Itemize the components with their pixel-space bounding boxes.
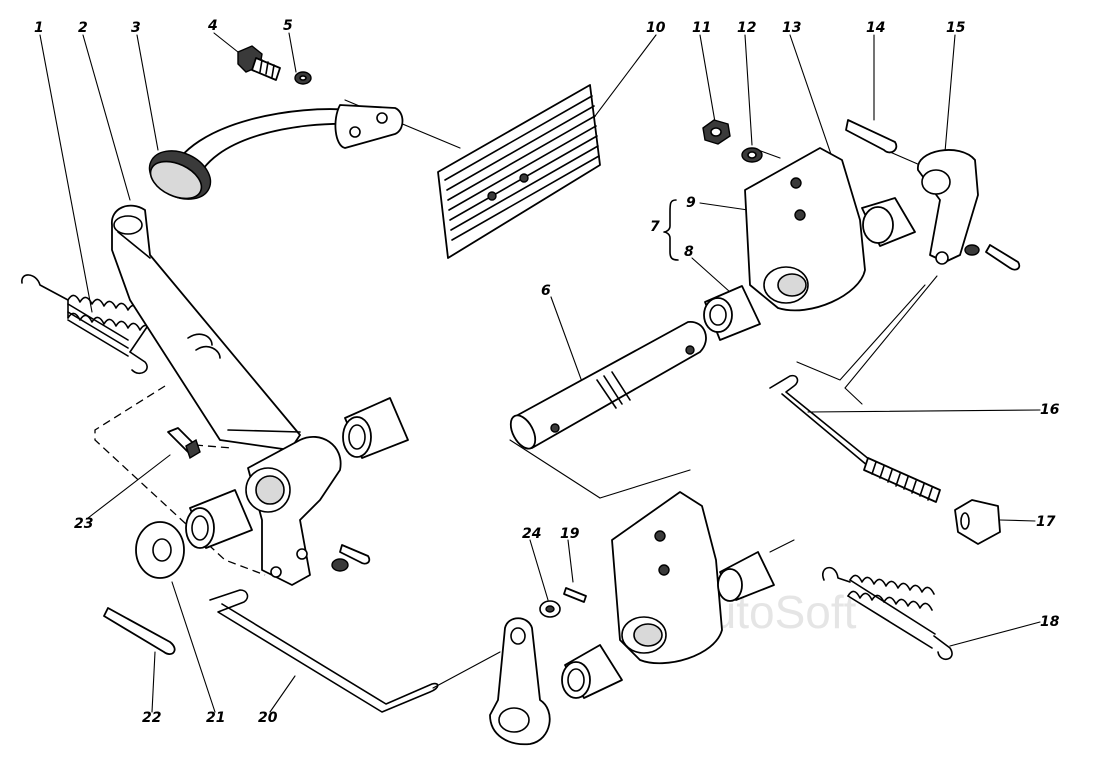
pedal-lever-2 <box>111 204 301 451</box>
callout-19: 19 <box>560 526 580 542</box>
callout-11: 11 <box>692 20 711 36</box>
pin-and-washer-hub <box>331 544 371 572</box>
leader-lines <box>39 32 1041 713</box>
callout-15: 15 <box>946 20 966 36</box>
callout-2: 2 <box>78 20 88 36</box>
cotter-pin-14 <box>845 119 898 154</box>
pin-19 <box>563 587 587 603</box>
bushing-lower-left <box>185 489 253 549</box>
bolt-4 <box>237 45 281 81</box>
callout-16: 16 <box>1040 402 1060 418</box>
callout-21: 21 <box>206 710 225 726</box>
cotter-pin-22 <box>103 607 176 655</box>
washer-24 <box>539 600 561 618</box>
bracket-lower <box>611 491 775 665</box>
nut-11 <box>702 119 731 145</box>
callout-12: 12 <box>737 20 756 36</box>
callout-10: 10 <box>646 20 666 36</box>
boot-and-arm-3 <box>148 104 404 200</box>
callout-8: 8 <box>684 244 694 260</box>
callout-1: 1 <box>34 20 44 36</box>
callout-5: 5 <box>283 18 293 34</box>
callout-6: 6 <box>541 283 551 299</box>
callout-18: 18 <box>1040 614 1060 630</box>
group-brace-7 <box>663 199 679 261</box>
pedal-pad-10 <box>437 84 601 259</box>
dashed-assembly-line <box>94 385 266 576</box>
rod-16 <box>769 374 941 503</box>
adjusting-nut-17 <box>954 499 1001 545</box>
bushing-9a <box>861 197 916 247</box>
callout-labels: 1 2 3 4 5 6 7 8 9 10 11 12 13 14 15 16 1… <box>34 18 1060 726</box>
lever-arm-15 <box>917 149 1021 271</box>
lever-arm-lower <box>489 617 551 746</box>
spring-washer-12 <box>741 147 763 163</box>
shaft-6 <box>509 321 707 450</box>
bushing-lower <box>561 644 623 699</box>
callout-24: 24 <box>522 526 541 542</box>
dashed-assembly-line-2 <box>194 444 233 449</box>
spring-18 <box>822 566 953 660</box>
callout-7: 7 <box>650 219 660 235</box>
callout-9: 9 <box>686 195 696 211</box>
bracket-9 <box>744 147 866 312</box>
callout-4: 4 <box>207 18 218 34</box>
callout-23: 23 <box>74 516 93 532</box>
callout-17: 17 <box>1036 514 1056 530</box>
washer-21 <box>135 521 185 579</box>
bushing-8 <box>703 285 761 341</box>
washer-5 <box>294 71 312 85</box>
callout-14: 14 <box>866 20 885 36</box>
grease-nipple-23 <box>167 427 201 460</box>
rod-20 <box>209 589 439 713</box>
callout-13: 13 <box>782 20 801 36</box>
callout-22: 22 <box>142 710 161 726</box>
callout-3: 3 <box>131 20 141 36</box>
pivot-hub <box>245 435 342 586</box>
bushing-upper-left <box>342 397 409 459</box>
callout-20: 20 <box>258 710 278 726</box>
